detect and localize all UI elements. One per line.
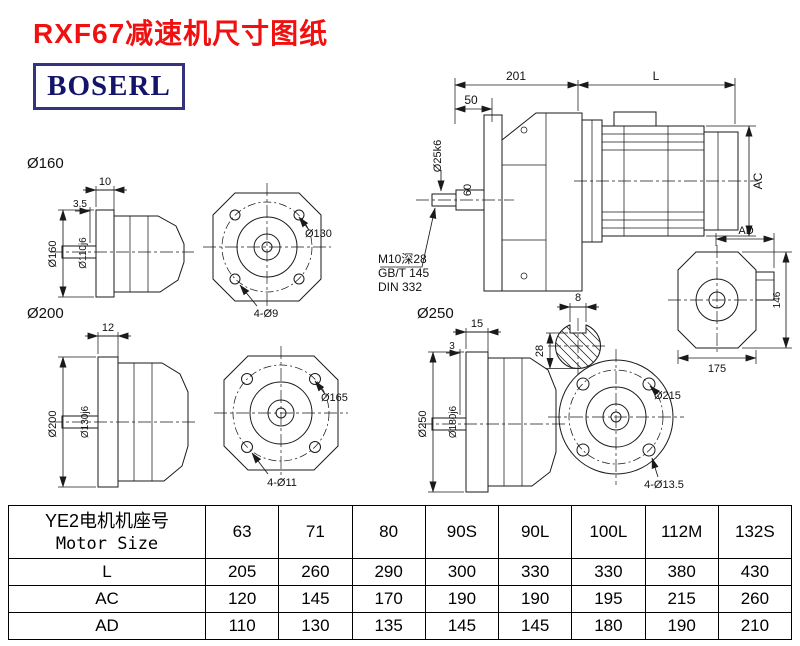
- header-motor-size-en: Motor Size: [55, 533, 159, 554]
- dim-AC: AC: [751, 172, 765, 189]
- flange-160-side-view: 10 3.5 Ø160 Ø110j6: [47, 176, 194, 298]
- table-cell: 300: [424, 558, 500, 586]
- dim-shaft-diameter: Ø25k6: [432, 140, 444, 172]
- table-cell: 205: [204, 558, 280, 586]
- flange-160-front-view: Ø130 4-Ø9: [203, 183, 332, 320]
- flange-250-label: Ø250: [417, 305, 454, 322]
- flange-250-side-view: 15 3 Ø250 Ø180j6: [417, 318, 568, 493]
- main-assembly-view: 201 L 50 AC Ø25k6 60: [378, 69, 765, 294]
- flange-160-label: Ø160: [27, 155, 64, 172]
- note-din-standard: DIN 332: [378, 280, 422, 294]
- page-title: RXF67减速机尺寸图纸: [33, 18, 329, 49]
- dim-pilot-diameter: Ø180j6: [448, 405, 459, 438]
- size-col-header: 90L: [497, 505, 573, 559]
- dim-pilot-diameter: Ø110j6: [78, 237, 89, 269]
- dim-bolt-holes: 4-Ø13.5: [644, 479, 684, 491]
- table-cell: 120: [204, 585, 280, 613]
- table-cell: 330: [497, 558, 573, 586]
- table-cell: 145: [497, 612, 573, 640]
- dim-pilot-diameter: Ø130j6: [80, 405, 91, 438]
- dim-flange-thickness: 12: [102, 322, 114, 334]
- dim-outer-diameter: Ø250: [417, 411, 429, 438]
- row-label: AC: [8, 585, 206, 613]
- table-cell: 260: [717, 585, 793, 613]
- dimension-table: YE2电机机座号 Motor Size 63 71 80 90S 90L 100…: [8, 505, 793, 640]
- brand-logo-text: BOSERL: [47, 70, 171, 102]
- table-cell: 380: [644, 558, 719, 586]
- dim-201: 201: [506, 69, 526, 83]
- size-col-header: 71: [278, 505, 353, 559]
- flange-200-front-view: Ø165 4-Ø11: [214, 346, 348, 489]
- motor-rear-view: AD 146 175: [668, 225, 792, 375]
- table-cell: 430: [717, 558, 793, 586]
- dim-bolt-holes: 4-Ø9: [254, 308, 278, 320]
- flange-200-side-view: 12 Ø200 Ø130j6: [47, 322, 198, 488]
- table-cell: 145: [424, 612, 500, 640]
- brand-logo: BOSERL: [33, 63, 185, 110]
- table-header-row: YE2电机机座号 Motor Size 63 71 80 90S 90L 100…: [8, 505, 793, 559]
- header-motor-frame-cn: YE2电机机座号: [44, 511, 170, 532]
- size-col-header: 100L: [571, 505, 646, 559]
- dim-AD: AD: [738, 225, 753, 237]
- table-cell: 110: [204, 612, 280, 640]
- table-cell: 260: [278, 558, 353, 586]
- table-cell: 195: [571, 585, 646, 613]
- row-label: L: [8, 558, 206, 586]
- table-cell: 215: [644, 585, 719, 613]
- table-cell: 190: [497, 585, 573, 613]
- note-gb-standard: GB/T 145: [378, 266, 429, 280]
- motor-size-header-cell: YE2电机机座号 Motor Size: [8, 505, 206, 559]
- dim-50: 50: [464, 93, 478, 107]
- dim-bolt-circle: Ø215: [654, 390, 681, 402]
- table-cell: 330: [571, 558, 646, 586]
- size-col-header: 63: [204, 505, 280, 559]
- dim-60: 60: [462, 184, 474, 196]
- dim-outer-diameter: Ø160: [47, 241, 59, 268]
- dim-bolt-circle: Ø165: [321, 392, 348, 404]
- dim-flange-thickness: 10: [99, 176, 111, 188]
- size-col-header: 132S: [717, 505, 793, 559]
- table-cell: 190: [424, 585, 500, 613]
- dim-bolt-holes: 4-Ø11: [267, 477, 297, 489]
- dim-L: L: [653, 69, 660, 83]
- size-col-header: 80: [351, 505, 426, 559]
- dim-spigot: 3: [449, 341, 455, 352]
- table-cell: 290: [351, 558, 426, 586]
- table-cell: 145: [278, 585, 353, 613]
- table-row-AD: AD 110 130 135 145 145 180 190 210: [8, 612, 793, 640]
- table-row-AC: AC 120 145 170 190 190 195 215 260: [8, 585, 793, 613]
- size-col-header: 90S: [424, 505, 500, 559]
- table-cell: 190: [644, 612, 719, 640]
- table-cell: 170: [351, 585, 426, 613]
- dim-spigot: 3.5: [73, 199, 87, 210]
- dim-outer-diameter: Ø200: [47, 411, 59, 438]
- dim-bolt-circle: Ø130: [305, 228, 332, 240]
- size-col-header: 112M: [644, 505, 719, 559]
- table-cell: 135: [351, 612, 426, 640]
- dim-flange-thickness: 15: [471, 318, 483, 330]
- dim-175: 175: [708, 363, 726, 375]
- table-cell: 130: [278, 612, 353, 640]
- row-label: AD: [8, 612, 206, 640]
- note-tapped-hole: M10深28: [378, 252, 427, 266]
- dim-146: 146: [772, 291, 783, 308]
- dim-key-height: 28: [534, 345, 546, 357]
- dim-key-width: 8: [575, 292, 581, 304]
- table-cell: 180: [571, 612, 646, 640]
- flange-200-label: Ø200: [27, 305, 64, 322]
- table-cell: 210: [717, 612, 793, 640]
- flange-250-front-view: Ø215 4-Ø13.5: [548, 349, 684, 491]
- shaft-section-view: 8 28: [534, 292, 608, 376]
- table-row-L: L 205 260 290 300 330 330 380 430: [8, 558, 793, 586]
